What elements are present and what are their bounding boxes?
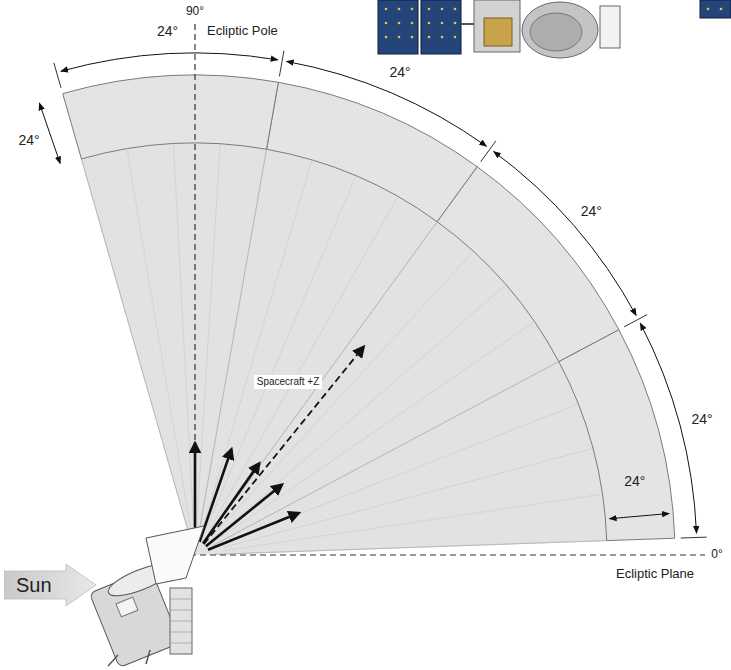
fan-line (220, 322, 535, 538)
cell-dot (385, 8, 388, 11)
pointing-arrow (206, 485, 282, 547)
thermal-blanket (484, 18, 512, 46)
cell-dot (385, 36, 388, 39)
panel-grid-line (170, 599, 192, 600)
scan-band-segment (559, 330, 675, 541)
cell-dot (454, 36, 457, 39)
cell-dot (411, 8, 414, 11)
dimension-tick (481, 141, 496, 162)
reference-label: Ecliptic Plane (614, 566, 696, 583)
dimension-arc (494, 151, 637, 315)
dimension-tick (279, 51, 284, 77)
spacecraft-z-axis (204, 347, 364, 544)
fan-line (173, 144, 193, 525)
solar-array (421, 0, 461, 54)
panel-grid-line (170, 621, 192, 622)
fan-edge-line (215, 541, 607, 555)
fan-line (127, 149, 190, 526)
cell-dot (707, 8, 710, 11)
sunshade-cone (146, 526, 204, 584)
dimension-arc (286, 61, 486, 146)
scan-band-segment (63, 75, 279, 159)
fan-line (215, 251, 473, 533)
angle-dimension: 24° (579, 202, 604, 220)
bus-side (600, 6, 620, 48)
cell-dot (720, 8, 723, 11)
fan-line (197, 144, 220, 525)
diagram-art (39, 0, 731, 667)
reference-label: 90° (184, 4, 206, 20)
ecliptic-plane-line (150, 554, 705, 555)
panel-grid-line (170, 632, 192, 633)
dimension-line (39, 103, 60, 164)
angle-dimension: 24° (690, 410, 715, 428)
sun-arrow: Sun (4, 564, 96, 606)
fan-edge-line (207, 222, 437, 539)
bus (474, 0, 520, 52)
field-of-view-fan (81, 143, 606, 555)
solar-array (700, 0, 731, 18)
cell-dot (411, 22, 414, 25)
fan-edge-line (213, 362, 559, 546)
array-boom (461, 23, 474, 25)
cell-dot (398, 22, 401, 25)
pointing-arrow (194, 443, 197, 541)
reference-label: Ecliptic Pole (205, 23, 280, 40)
dimension-line (609, 514, 669, 519)
reference-label: 0° (709, 547, 724, 563)
angle-dimension: 24° (155, 22, 180, 40)
antenna (146, 650, 150, 664)
cell-dot (441, 8, 444, 11)
spacecraft (89, 526, 204, 667)
cell-dot (441, 22, 444, 25)
pointing-arrow (208, 513, 299, 550)
cell-dot (454, 22, 457, 25)
axis-label: Spacecraft +Z (254, 375, 322, 389)
cell-dot (441, 36, 444, 39)
cell-dot (411, 36, 414, 39)
cell-dot (385, 22, 388, 25)
dimension-tick (681, 537, 707, 539)
solar-panel (170, 588, 192, 654)
scan-band-segment (437, 167, 619, 362)
arrow-outline (4, 564, 96, 606)
angle-dimension: 24° (16, 131, 41, 149)
fan-edge-line (198, 149, 266, 535)
spacecraft-render (378, 0, 731, 58)
cell-dot (428, 8, 431, 11)
fan-edge-line (81, 159, 189, 536)
angle-dimension: 24° (622, 472, 647, 490)
dimension-tick (54, 63, 61, 88)
node-text-wrap: Sun (4, 564, 96, 608)
dimension-tick (624, 315, 647, 327)
dimension-arc (640, 323, 696, 533)
antenna (108, 655, 118, 666)
dish (522, 2, 598, 58)
fan-line (204, 160, 312, 526)
fan-line (207, 176, 356, 528)
fan-line (225, 494, 603, 550)
panel-grid-line (170, 610, 192, 611)
angle-dimension: 24° (388, 63, 413, 81)
cell-dot (398, 8, 401, 11)
scan-band-segment (267, 82, 478, 221)
fan-line (218, 285, 506, 536)
sun-label: Sun (16, 564, 52, 606)
cell-dot (428, 22, 431, 25)
cell-dot (454, 8, 457, 11)
dimension-arc (61, 53, 278, 71)
panel-grid-line (170, 643, 192, 644)
solar-array (378, 0, 418, 54)
ecliptic-pole-line (194, 24, 195, 548)
cell-dot (398, 36, 401, 39)
spacecraft-detail (116, 597, 138, 617)
cell-dot (428, 36, 431, 39)
fan-line (210, 196, 398, 528)
dish-inner (530, 13, 582, 51)
